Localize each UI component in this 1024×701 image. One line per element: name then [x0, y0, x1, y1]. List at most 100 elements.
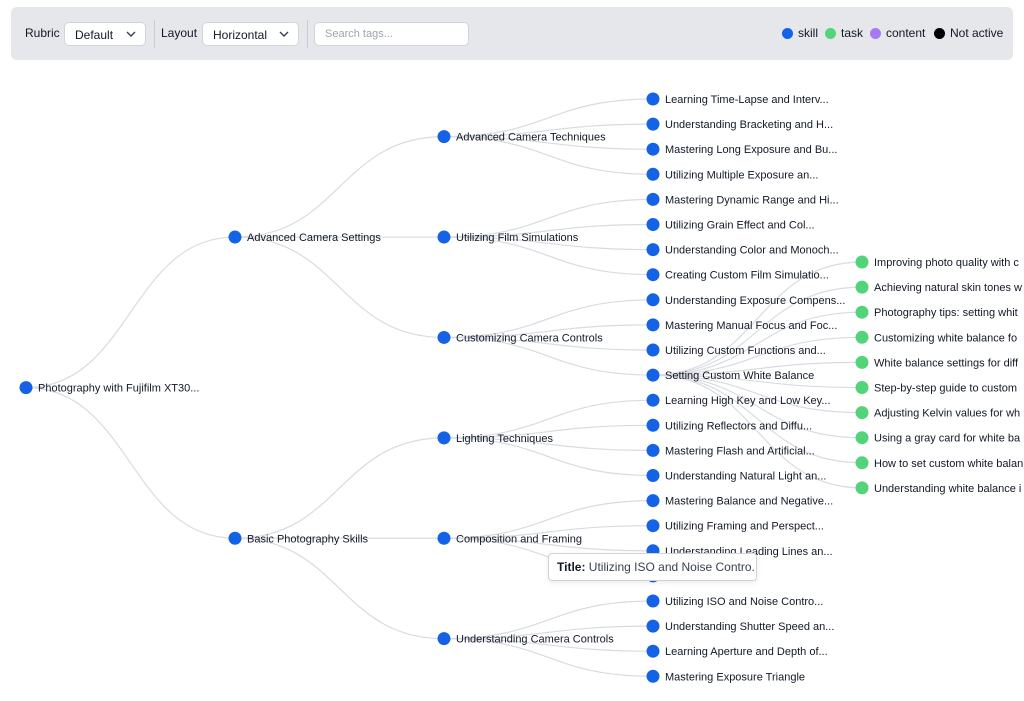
node-label: Understanding Natural Light an... — [665, 471, 826, 483]
tree-node-adjusting-kelvin-values-for-wh[interactable]: Adjusting Kelvin values for wh — [855, 406, 1021, 420]
rubric-select[interactable]: Default — [64, 22, 146, 46]
tree-node-customizing-white-balance-fo[interactable]: Customizing white balance fo — [855, 330, 1018, 345]
tree-node-learning-time-lapse-and-interv[interactable]: Learning Time-Lapse and Interv... — [646, 92, 829, 107]
node-dot-skill[interactable] — [437, 632, 451, 646]
node-dot-task[interactable] — [855, 406, 869, 420]
node-dot-skill[interactable] — [646, 494, 660, 508]
layout-select[interactable]: Horizontal — [202, 22, 299, 46]
node-dot-skill[interactable] — [646, 443, 660, 457]
tree-node-understanding-white-balance-i[interactable]: Understanding white balance i — [855, 481, 1022, 495]
node-dot-skill[interactable] — [646, 594, 660, 608]
tree-node-utilizing-grain-effect-and-col[interactable]: Utilizing Grain Effect and Col... — [646, 218, 815, 232]
tree-links — [25, 98, 863, 677]
node-dot-skill[interactable] — [646, 669, 660, 683]
tree-node-utilizing-film-simulations[interactable]: Utilizing Film Simulations — [437, 230, 579, 245]
tree-node-lighting-techniques[interactable]: Lighting Techniques — [437, 431, 554, 445]
tree-link — [25, 387, 236, 539]
tree-node-mastering-manual-focus-and-foc[interactable]: Mastering Manual Focus and Foc... — [646, 318, 838, 332]
node-label: Advanced Camera Settings — [247, 232, 381, 244]
tree-node-understanding-natural-light-an[interactable]: Understanding Natural Light an... — [646, 469, 827, 483]
tree-node-understanding-bracketing-and-h[interactable]: Understanding Bracketing and H... — [646, 117, 834, 132]
tree-link — [652, 361, 863, 376]
tree-link — [652, 374, 863, 464]
node-dot-skill[interactable] — [437, 230, 451, 244]
tree-node-mastering-dynamic-range-and-hi[interactable]: Mastering Dynamic Range and Hi... — [646, 192, 839, 207]
node-dot-skill[interactable] — [646, 318, 660, 332]
tree-link — [443, 236, 654, 276]
node-dot-skill[interactable] — [646, 393, 660, 407]
node-dot-skill[interactable] — [437, 531, 451, 545]
node-dot-skill[interactable] — [646, 117, 660, 131]
node-dot-skill[interactable] — [437, 431, 451, 445]
node-dot-task[interactable] — [855, 355, 869, 369]
node-dot-task[interactable] — [855, 280, 869, 294]
tree-node-understanding-shutter-speed-an[interactable]: Understanding Shutter Speed an... — [646, 619, 835, 634]
node-dot-skill[interactable] — [646, 368, 660, 382]
tree-node-using-a-gray-card-for-white-ba[interactable]: Using a gray card for white ba — [855, 431, 1022, 445]
node-dot-skill[interactable] — [646, 167, 660, 181]
tree-node-utilizing-custom-functions-and[interactable]: Utilizing Custom Functions and... — [646, 343, 826, 358]
tree-node-utilizing-framing-and-perspect[interactable]: Utilizing Framing and Perspect... — [646, 519, 824, 533]
tree-node-setting-custom-white-balance[interactable]: Setting Custom White Balance — [646, 368, 815, 383]
node-dot-task[interactable] — [855, 431, 869, 445]
node-dot-task[interactable] — [855, 255, 869, 269]
tree-node-advanced-camera-techniques[interactable]: Advanced Camera Techniques — [437, 130, 607, 144]
node-dot-task[interactable] — [855, 381, 869, 394]
node-dot-skill[interactable] — [646, 268, 660, 282]
tree-node-mastering-flash-and-artificial[interactable]: Mastering Flash and Artificial... — [646, 443, 815, 458]
tree-node-advanced-camera-settings[interactable]: Advanced Camera Settings — [228, 230, 382, 245]
node-dot-skill[interactable] — [646, 142, 660, 156]
node-dot-task[interactable] — [855, 305, 869, 319]
tree-link — [652, 261, 863, 376]
node-dot-task[interactable] — [855, 481, 869, 495]
tree-node-understanding-color-and-monoch[interactable]: Understanding Color and Monoch... — [646, 243, 839, 257]
tree-link — [652, 336, 863, 376]
node-dot-skill[interactable] — [646, 644, 660, 658]
node-dot-skill[interactable] — [646, 243, 660, 257]
tree-link — [443, 198, 654, 238]
tree-node-step-by-step-guide-to-custom[interactable]: Step-by-step guide to custom — [855, 381, 1018, 395]
node-label: Learning Aperture and Depth of... — [665, 646, 828, 658]
node-dot-skill[interactable] — [646, 469, 660, 482]
node-dot-skill[interactable] — [437, 330, 451, 344]
legend-label-skill: skill — [798, 26, 818, 40]
tree-node-utilizing-reflectors-and-diffu[interactable]: Utilizing Reflectors and Diffu... — [646, 418, 813, 433]
tree-node-understanding-exposure-compens[interactable]: Understanding Exposure Compens... — [646, 293, 846, 307]
node-label: Creating Custom Film Simulatio... — [665, 270, 829, 282]
node-dot-skill[interactable] — [646, 218, 660, 231]
node-dot-skill[interactable] — [646, 192, 660, 206]
search-tags-input[interactable] — [314, 22, 469, 46]
tree-node-understanding-camera-controls[interactable]: Understanding Camera Controls — [437, 632, 615, 646]
tree-node-utilizing-multiple-exposure-an[interactable]: Utilizing Multiple Exposure an... — [646, 167, 819, 182]
node-dot-task[interactable] — [855, 330, 869, 344]
tree-node-creating-custom-film-simulatio[interactable]: Creating Custom Film Simulatio... — [646, 268, 829, 282]
tree-node-improving-photo-quality-with-c[interactable]: Improving photo quality with c — [855, 255, 1020, 270]
node-dot-skill[interactable] — [228, 531, 242, 545]
tree-node-achieving-natural-skin-tones-w[interactable]: Achieving natural skin tones w — [855, 280, 1023, 295]
node-dot-skill[interactable] — [646, 418, 660, 432]
tree-node-photography-with-fujifilm-xt30[interactable]: Photography with Fujifilm XT30... — [19, 381, 200, 395]
tree-node-white-balance-settings-for-diff[interactable]: White balance settings for diff — [855, 355, 1020, 370]
tree-node-basic-photography-skills[interactable]: Basic Photography Skills — [228, 531, 369, 546]
tree-node-composition-and-framing[interactable]: Composition and Framing — [437, 531, 582, 546]
node-dot-skill[interactable] — [437, 130, 451, 144]
tree-node-utilizing-iso-and-noise-contro[interactable]: Utilizing ISO and Noise Contro... — [646, 594, 824, 609]
tree-node-learning-high-key-and-low-key[interactable]: Learning High Key and Low Key... — [646, 393, 831, 408]
node-dot-skill[interactable] — [646, 519, 660, 533]
node-dot-skill[interactable] — [646, 293, 660, 307]
node-dot-skill[interactable] — [646, 343, 660, 357]
node-dot-skill[interactable] — [228, 230, 242, 244]
node-dot-skill[interactable] — [646, 92, 660, 106]
tree-node-mastering-balance-and-negative[interactable]: Mastering Balance and Negative... — [646, 494, 834, 508]
tree-node-photography-tips-setting-whit[interactable]: Photography tips: setting whit — [855, 305, 1018, 320]
tree-node-mastering-long-exposure-and-bu[interactable]: Mastering Long Exposure and Bu... — [646, 142, 838, 157]
tree-node-mastering-exposure-triangle[interactable]: Mastering Exposure Triangle — [646, 669, 806, 684]
tree-node-learning-aperture-and-depth-of[interactable]: Learning Aperture and Depth of... — [646, 644, 828, 659]
tree-node-how-to-set-custom-white-balan[interactable]: How to set custom white balan — [855, 456, 1024, 470]
tree-node-customizing-camera-controls[interactable]: Customizing Camera Controls — [437, 330, 604, 345]
legend-item-content: content — [870, 26, 925, 40]
node-dot-task[interactable] — [855, 456, 869, 470]
legend-label-task: task — [841, 26, 864, 40]
node-dot-skill[interactable] — [646, 619, 660, 633]
node-dot-skill[interactable] — [19, 381, 33, 395]
